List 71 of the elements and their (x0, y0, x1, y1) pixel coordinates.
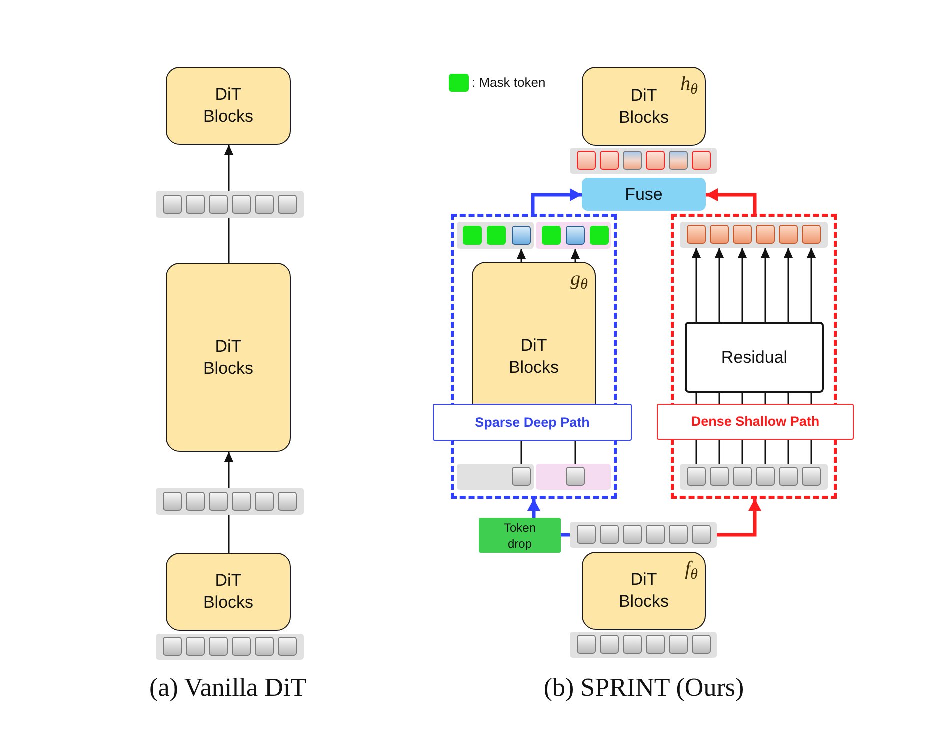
dit-block-box (166, 67, 291, 145)
connector-line (574, 441, 576, 464)
dit-block-box (166, 263, 291, 452)
box-label: Residual (721, 346, 788, 368)
box-label: Dense Shallow Path (691, 413, 820, 431)
box-label: Sparse Deep Path (475, 414, 590, 432)
connector-line (764, 440, 766, 464)
block-label: DiT Blocks (618, 84, 670, 128)
connector-line (228, 515, 230, 553)
arrow (761, 248, 770, 322)
arrow (528, 499, 540, 518)
connector-line (561, 533, 570, 537)
arrow (738, 248, 747, 322)
arrow (784, 248, 793, 322)
token-strip (570, 522, 717, 548)
arrow (517, 249, 526, 262)
arrow (807, 248, 816, 322)
token-drop-box (479, 518, 561, 553)
arrow (717, 499, 761, 537)
token-strip (156, 634, 304, 660)
path-label-box (657, 404, 854, 440)
connector-line (696, 393, 698, 404)
block-label: DiT Blocks (508, 334, 560, 378)
token-strip (156, 488, 304, 515)
token-strip (570, 148, 717, 174)
connector-line (718, 440, 720, 464)
connector-line (810, 393, 812, 404)
token-strip (570, 632, 717, 658)
token-strip (680, 222, 828, 248)
arrow (531, 189, 582, 214)
token-strip (680, 464, 828, 490)
path-label-box (433, 404, 632, 441)
arrow (224, 145, 234, 191)
arrow (692, 248, 701, 322)
block-label: DiT Blocks (202, 336, 255, 380)
dit-block-box (582, 67, 706, 146)
token-strip (457, 464, 534, 490)
parameter-label: f$_{θ}$ (685, 558, 698, 580)
connector-line (810, 440, 812, 464)
connector-line (520, 441, 522, 464)
connector-line (718, 393, 720, 404)
arrow (224, 452, 234, 488)
legend-label: : Mask token (472, 74, 546, 92)
connector-line (696, 440, 698, 464)
dit-block-box (166, 553, 291, 631)
block-label: DiT Blocks (202, 84, 255, 128)
connector-line (742, 440, 744, 464)
token-strip (536, 464, 611, 490)
box-label: Fuse (625, 184, 663, 206)
box-label: Token drop (502, 520, 538, 552)
block-label: DiT Blocks (618, 569, 670, 613)
dit-block-box (472, 262, 596, 404)
token-strip (536, 222, 611, 249)
block-label: DiT Blocks (202, 570, 255, 614)
figure-caption: (a) Vanilla DiT (150, 672, 306, 704)
connector-line (228, 218, 230, 263)
parameter-label: h$_{θ}$ (680, 73, 698, 95)
connector-line (764, 393, 766, 404)
parameter-label: g$_{θ}$ (570, 268, 588, 290)
fuse-box (582, 178, 706, 211)
arrow (571, 249, 580, 262)
arrow (715, 248, 724, 322)
connector-line (788, 440, 790, 464)
residual-box (685, 322, 824, 393)
connector-line (742, 393, 744, 404)
dit-block-box (582, 552, 706, 630)
token-strip (156, 191, 304, 218)
arrow (706, 189, 757, 214)
connector-line (788, 393, 790, 404)
token-strip (457, 222, 534, 249)
figure-caption: (b) SPRINT (Ours) (544, 672, 744, 704)
